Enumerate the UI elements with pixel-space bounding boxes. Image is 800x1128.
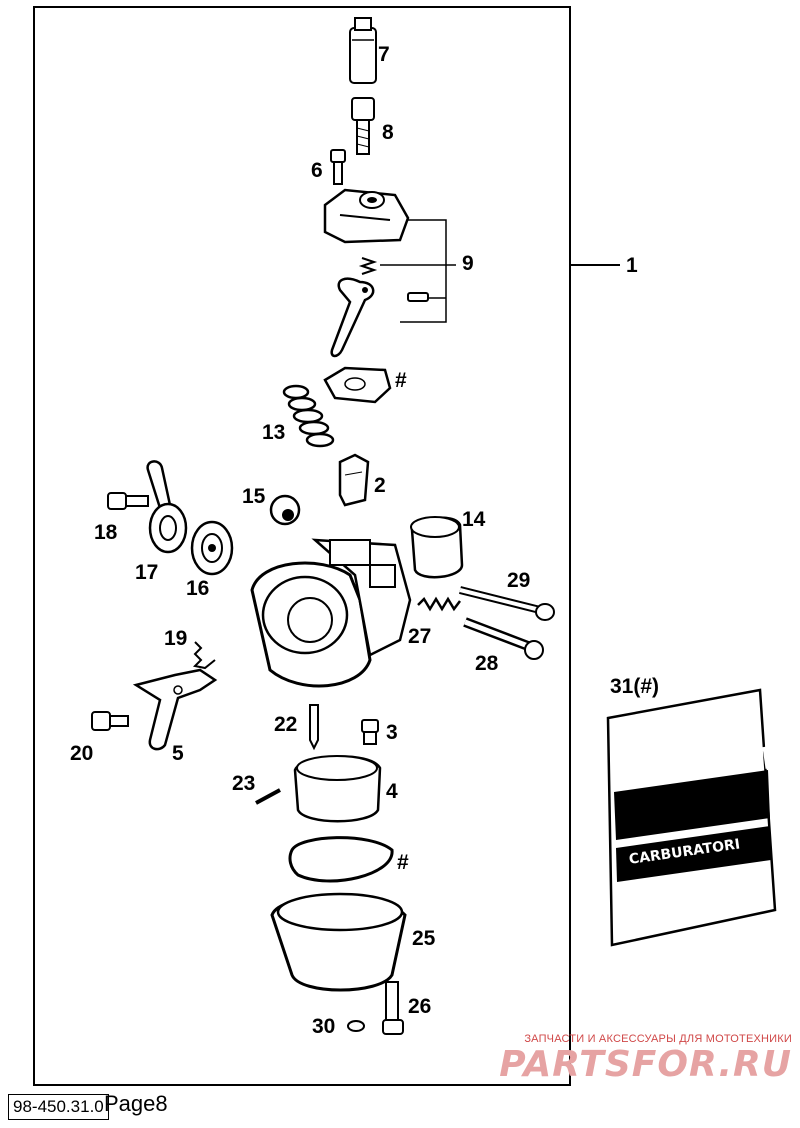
- label-part-18: 18: [94, 521, 118, 544]
- footer-document-code: 98-450.31.0: [8, 1094, 109, 1120]
- label-part-30: 30: [312, 1015, 336, 1038]
- part-30-drawing: [347, 1020, 365, 1032]
- part-9-lever-drawing: [330, 277, 375, 358]
- watermark-tagline: ЗАПЧАСТИ И АКСЕССУАРЫ ДЛЯ МОТОТЕХНИКИ: [524, 1033, 792, 1045]
- assembly-frame: [33, 6, 571, 1086]
- part-22-drawing: [309, 704, 319, 751]
- label-part-16: 16: [186, 577, 210, 600]
- label-part-14: 14: [462, 508, 486, 531]
- part-2-drawing: [338, 453, 370, 507]
- part-14-drawing: [410, 516, 464, 579]
- part-15-drawing: [269, 494, 301, 526]
- part-5-drawing: [132, 668, 218, 751]
- part-25-drawing: [270, 892, 407, 992]
- part-4-drawing: [293, 755, 382, 823]
- label-part-13: 13: [262, 421, 286, 444]
- gasket-top-drawing: [323, 366, 392, 404]
- part-27-drawing: [417, 596, 461, 612]
- label-part-6: 6: [311, 159, 323, 182]
- label-part-15: 15: [242, 485, 266, 508]
- part-9-spring-drawing: [358, 257, 378, 275]
- label-part-25: 25: [412, 927, 436, 950]
- label-part-8: 8: [382, 121, 394, 144]
- kit-bag-drawing: [606, 688, 777, 947]
- label-part-1: 1: [626, 254, 638, 277]
- label-part-2: 2: [374, 474, 386, 497]
- label-part-19: 19: [164, 627, 188, 650]
- part-18-screw-drawing: [107, 492, 149, 510]
- label-hash-gasket-top: #: [395, 369, 407, 392]
- label-part-17: 17: [135, 561, 159, 584]
- label-part-5: 5: [172, 742, 184, 765]
- part-20-drawing: [91, 711, 129, 731]
- part-6-screw-drawing: [330, 149, 346, 185]
- label-part-23: 23: [232, 772, 256, 795]
- gasket-bottom-drawing: [288, 836, 394, 883]
- part-13-spring-drawing: [282, 384, 335, 448]
- part-3-drawing: [361, 719, 379, 745]
- label-part-28: 28: [475, 652, 499, 675]
- label-part-3: 3: [386, 721, 398, 744]
- part-16-drawing: [190, 520, 234, 576]
- label-hash-gasket-bottom: #: [397, 851, 409, 874]
- watermark-logo: PARTSFOR.RU: [499, 1044, 792, 1085]
- top-cover-drawing: [323, 188, 410, 244]
- label-part-20: 20: [70, 742, 94, 765]
- label-part-22: 22: [274, 713, 298, 736]
- part-26-drawing: [382, 981, 404, 1035]
- footer-page-number: Page8: [104, 1091, 168, 1116]
- label-part-26: 26: [408, 995, 432, 1018]
- part-8-screw-drawing: [351, 97, 375, 155]
- part-28-drawing: [463, 617, 544, 660]
- label-part-31: 31(#): [610, 675, 660, 698]
- carburetor-body-drawing: [250, 538, 412, 688]
- part-17-drawing: [146, 460, 188, 554]
- label-part-29: 29: [507, 569, 531, 592]
- part-19-drawing: [192, 641, 216, 670]
- part-23-drawing: [255, 788, 281, 805]
- part-7-slide-drawing: [349, 17, 377, 84]
- label-part-4: 4: [386, 780, 398, 803]
- label-part-9: 9: [462, 252, 474, 275]
- part-9-pin-drawing: [407, 292, 429, 302]
- label-part-27: 27: [408, 625, 432, 648]
- part-29-drawing: [459, 586, 555, 621]
- label-part-7: 7: [378, 43, 390, 66]
